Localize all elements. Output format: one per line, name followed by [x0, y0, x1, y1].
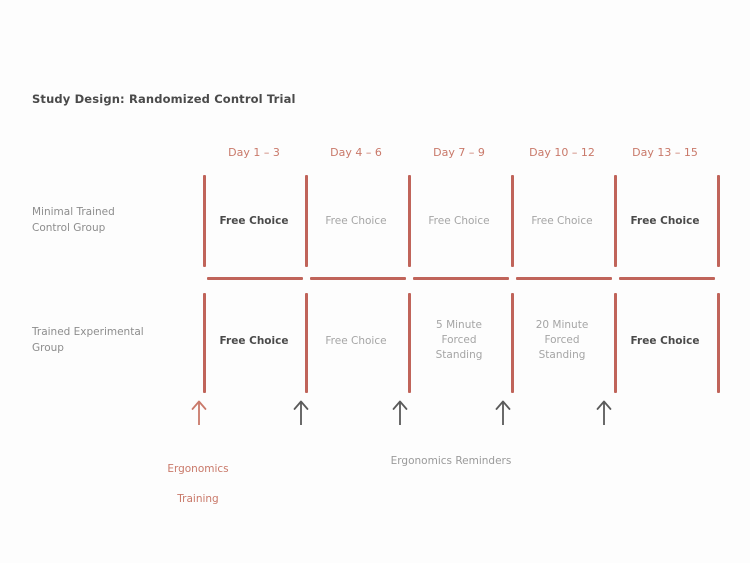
ergonomics-reminder-arrow-1-icon — [290, 398, 312, 426]
cell-experimental-day7-9: 5 Minute Forced Standing — [408, 318, 510, 363]
timeline-divider-row1-2 — [305, 175, 308, 267]
ergonomics-training-caption: Ergonomics Training — [148, 447, 248, 522]
group-label-control: Minimal Trained Control Group — [32, 204, 115, 236]
timeline-divider-row1-4 — [511, 175, 514, 267]
timeline-divider-row1-6 — [717, 175, 720, 267]
timeline-divider-row2-4 — [511, 293, 514, 393]
timeline-divider-row1-1 — [203, 175, 206, 267]
ergonomics-training-arrow-icon — [188, 398, 210, 426]
cell-experimental-day7-9-line1: 5 Minute — [436, 319, 482, 331]
cell-control-day13-15: Free Choice — [630, 215, 700, 227]
cell-experimental-day13-15: Free Choice — [630, 335, 700, 347]
timeline-divider-row1-3 — [408, 175, 411, 267]
ergonomics-reminder-arrow-2-icon — [389, 398, 411, 426]
timeline-divider-row2-1 — [203, 293, 206, 393]
cell-experimental-day10-12-line1: 20 Minute — [535, 319, 589, 331]
cell-experimental-day10-12-line2: Forced — [544, 334, 580, 346]
day-label-2: Day 4 – 6 — [330, 146, 382, 159]
cell-experimental-day10-12-line3: Standing — [538, 349, 586, 361]
group-label-experimental-line2: Group — [32, 342, 64, 354]
day-label-5: Day 13 – 15 — [632, 146, 698, 159]
cell-control-day10-12: Free Choice — [531, 215, 593, 227]
ergonomics-reminders-caption: Ergonomics Reminders — [390, 455, 512, 467]
cell-control-day4-6: Free Choice — [325, 215, 387, 227]
cell-experimental-day10-12: 20 Minute Forced Standing — [511, 318, 613, 363]
ergonomics-training-caption-line2: Training — [177, 493, 219, 505]
group-label-control-line2: Control Group — [32, 222, 106, 234]
timeline-divider-row2-2 — [305, 293, 308, 393]
row-divider-segment-2 — [310, 277, 406, 280]
day-label-4: Day 10 – 12 — [529, 146, 595, 159]
cell-experimental-day1-3: Free Choice — [219, 335, 289, 347]
ergonomics-reminder-arrow-4-icon — [593, 398, 615, 426]
row-divider-segment-4 — [516, 277, 612, 280]
group-label-experimental: Trained Experimental Group — [32, 324, 144, 356]
ergonomics-reminder-arrow-3-icon — [492, 398, 514, 426]
page-title: Study Design: Randomized Control Trial — [32, 92, 296, 106]
day-label-1: Day 1 – 3 — [228, 146, 280, 159]
row-divider-segment-3 — [413, 277, 509, 280]
row-divider-segment-1 — [207, 277, 303, 280]
timeline-divider-row2-3 — [408, 293, 411, 393]
cell-experimental-day7-9-line3: Standing — [435, 349, 483, 361]
timeline-divider-row2-6 — [717, 293, 720, 393]
group-label-control-line1: Minimal Trained — [32, 206, 115, 218]
ergonomics-training-caption-line1: Ergonomics — [167, 463, 229, 475]
cell-control-day1-3: Free Choice — [219, 215, 289, 227]
cell-control-day7-9: Free Choice — [428, 215, 490, 227]
group-label-experimental-line1: Trained Experimental — [32, 326, 144, 338]
cell-experimental-day4-6: Free Choice — [325, 335, 387, 347]
cell-experimental-day7-9-line2: Forced — [441, 334, 477, 346]
row-divider-segment-5 — [619, 277, 715, 280]
day-label-3: Day 7 – 9 — [433, 146, 485, 159]
timeline-divider-row1-5 — [614, 175, 617, 267]
timeline-divider-row2-5 — [614, 293, 617, 393]
